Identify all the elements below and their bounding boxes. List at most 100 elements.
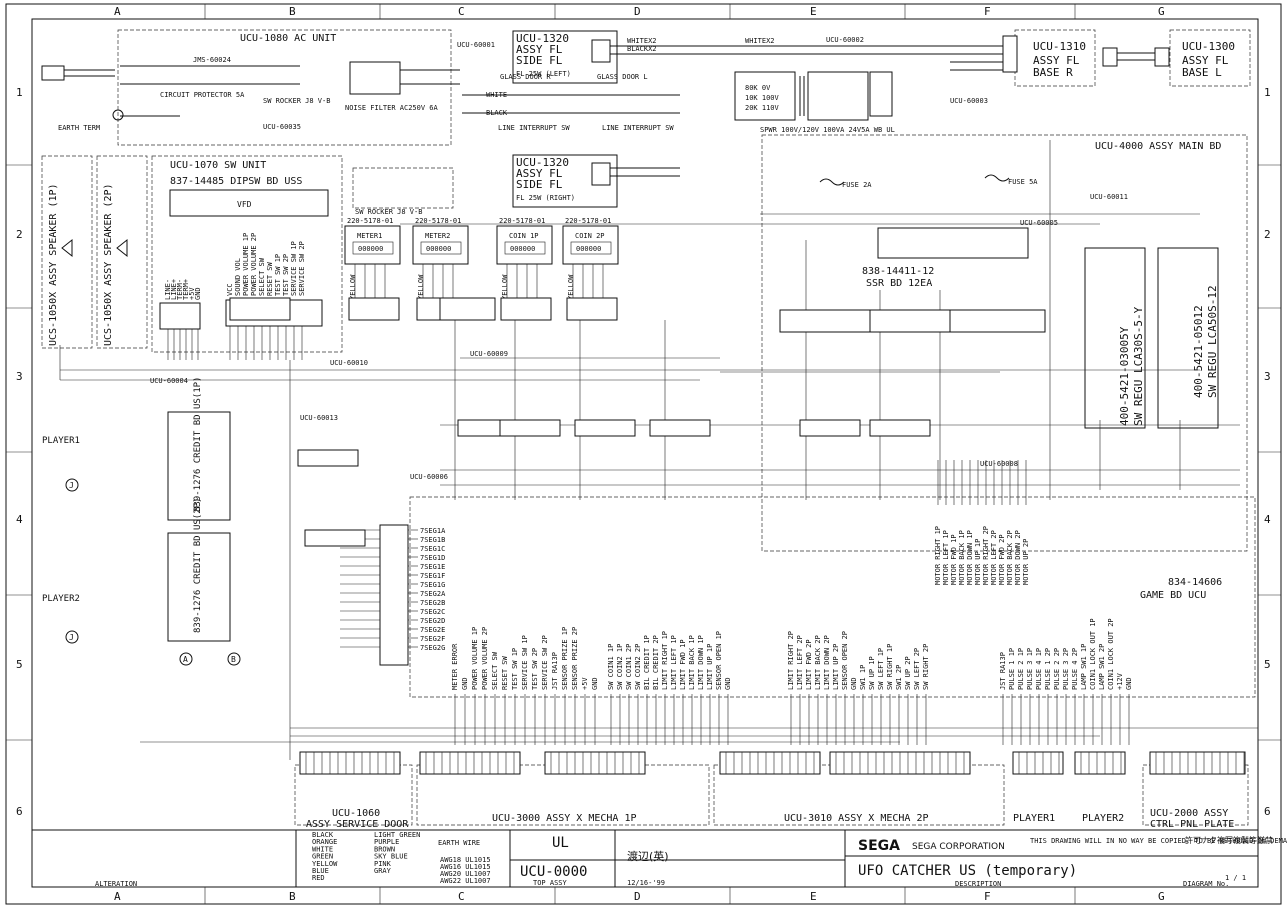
bus-code-label: UCU-60001 (457, 41, 495, 49)
credit-bd-2p (167, 532, 231, 642)
game-bd-pin: BIL CREDIT 2P (652, 635, 660, 690)
copy-stamp: 許可ナク複写複製等厳禁 (1185, 835, 1273, 845)
game-bd-pin: COIN1 LOCK OUT 1P (1089, 618, 1097, 690)
motor-pin: MOTOR RIGHT 1P (934, 526, 942, 585)
tseg-pin: 7SEG1C (420, 545, 445, 553)
meter-counter (352, 241, 394, 255)
sega-logo: SEGA (858, 838, 900, 854)
game-bd-pin: LIMIT RIGHT 2P (787, 631, 795, 690)
speaker-1p-icon (61, 238, 73, 258)
sw-rocker-2-boundary (352, 167, 454, 209)
bus-code-label: UCU-60009 (470, 350, 508, 358)
board-connector (229, 297, 291, 321)
tseg-pin: 7SEG1B (420, 536, 445, 544)
game-bd-pin: SW COIN1 2P (625, 644, 633, 690)
bottom-connector (544, 751, 646, 775)
grid-col-top: A (114, 5, 121, 18)
meter-box (412, 225, 469, 265)
game-bd-pin: POWER VOLUME 1P (471, 627, 479, 690)
game-bd-pin: LIMIT UP 1P (706, 644, 714, 690)
dipsw-pin: TEST SW 2P (282, 254, 290, 296)
credit-bd-1p-label: 839-1276 CREDIT BD US(1P) (193, 377, 203, 512)
player2-side-label: PLAYER2 (42, 594, 80, 604)
side-fl-right-l2: ASSY FL (516, 167, 563, 180)
description-label: DESCRIPTION (955, 880, 1001, 888)
speaker-pin: GND (194, 287, 202, 300)
tseg-pin: 7SEG1D (420, 554, 445, 562)
jms-code: JMS-60024 (193, 56, 231, 64)
bus-code-label: UCU-60008 (980, 460, 1018, 468)
sheet-border (5, 3, 1282, 905)
legend-color: PINK (374, 860, 392, 868)
transformer-connector (869, 71, 893, 117)
game-bd-pin: GND (724, 677, 732, 690)
glass-door-r: GLASS DOOR R (500, 73, 551, 81)
tseg-pin: 7SEG1F (420, 572, 445, 580)
bus-code-label: UCU-60010 (330, 359, 368, 367)
side-fl-right-l1: UCU-1320 (516, 156, 569, 169)
sw-regu-2a: 400-5421-05012 (1192, 305, 1205, 398)
game-bd-pin: PULSE 2 2P (1053, 648, 1061, 690)
game-bd-boundary (409, 496, 1256, 698)
sw-regu-2b: SW REGU LCA50S-12 (1206, 285, 1219, 398)
ctrl-pnl-l2: CTRL PNL PLATE (1150, 819, 1234, 830)
game-bd-pin: LIMIT FWD 1P (679, 639, 687, 690)
earth-term-label: EARTH TERM (58, 124, 100, 132)
game-bd-pin: METER ERROR (451, 643, 459, 690)
side-fl-left-l1: UCU-1320 (516, 32, 569, 45)
game-bd-pin: +12V (1116, 672, 1124, 690)
fuse-2a-icon (819, 178, 845, 186)
game-bd-pin: PULSE 1 1P (1008, 648, 1016, 690)
mecha-1p-label: UCU-3000 ASSY X MECHA 1P (492, 813, 637, 824)
player1-bottom-label: PLAYER1 (1013, 813, 1055, 824)
legend-gauge: AWG20 UL1007 (440, 870, 491, 878)
game-bd-l1: 834-14606 (1168, 577, 1222, 588)
meter-reading: 000000 (426, 245, 451, 253)
game-bd-pin: GND (461, 677, 469, 690)
bus-code-label: UCU-60005 (1020, 219, 1058, 227)
credit-bd-2p-label: 839-1276 CREDIT BD US(2P) (193, 498, 203, 633)
circuit-protector-label: CIRCUIT PROTECTOR 5A (160, 91, 245, 99)
tseg-pin: 7SEG2B (420, 599, 445, 607)
game-bd-pin: SW COIN2 2P (634, 644, 642, 690)
game-bd-pin: SW UP 1P (868, 656, 876, 690)
game-bd-pin: SENSOR OPEN 2P (841, 631, 849, 690)
side-fl-right-l4: FL 25W (RIGHT) (516, 194, 575, 202)
dipsw-pin: POWER VOLUME 2P (250, 233, 258, 296)
game-bd-pin: LAMP SW1 1P (1080, 644, 1088, 690)
speaker-pin: +5V (188, 287, 196, 300)
game-bd-pin: LIMIT LEFT 2P (796, 635, 804, 690)
tap-label: 10K 100V (745, 94, 780, 102)
dipsw-pin: SOUND VOL (234, 258, 242, 296)
side-fl-right-l3: SIDE FL (516, 178, 563, 191)
legend-color: BLUE (312, 867, 329, 875)
meter-part: 220-5178-01 (499, 217, 545, 225)
board-connector (439, 297, 496, 321)
bus-code-label: UCU-60011 (1090, 193, 1128, 201)
game-bd-pin: PULSE 3 1P (1026, 648, 1034, 690)
meter-name: COIN 2P (575, 232, 605, 240)
inline-connector (799, 419, 861, 437)
speaker-2p-boundary (96, 155, 148, 349)
game-bd-pin: SW1 2P (895, 665, 903, 690)
noise-filter-label: NOISE FILTER AC250V 6A (345, 104, 439, 112)
game-bd-pin: SW LEFT 2P (913, 648, 921, 690)
dipsw-pin: POWER VOLUME 1P (242, 233, 250, 296)
wire-color-legend: BLACKORANGEWHITEGREENYELLOWBLUEREDLIGHT … (312, 831, 491, 885)
player2-bottom-label: PLAYER2 (1082, 813, 1124, 824)
bottom-connector (419, 751, 521, 775)
game-bd-pin: COIN1 LOCK OUT 2P (1107, 618, 1115, 690)
inline-connector (574, 419, 636, 437)
motor-pin: MOTOR DOWN 1P (966, 530, 974, 585)
glass-door-l: GLASS DOOR L (597, 73, 648, 81)
meter-connector (566, 297, 618, 321)
game-bd-pin: SERVICE SW 1P (521, 635, 529, 690)
grid-row-left: 6 (16, 805, 23, 818)
earth-term-icon (112, 109, 124, 121)
legend-color: WHITE (312, 845, 333, 853)
game-bd-l2: GAME BD UCU (1140, 590, 1206, 601)
meter-wire-label: YELLOW (349, 274, 357, 300)
player2-j-icon (65, 630, 79, 644)
dipsw-pin: RESET SW (266, 261, 274, 296)
